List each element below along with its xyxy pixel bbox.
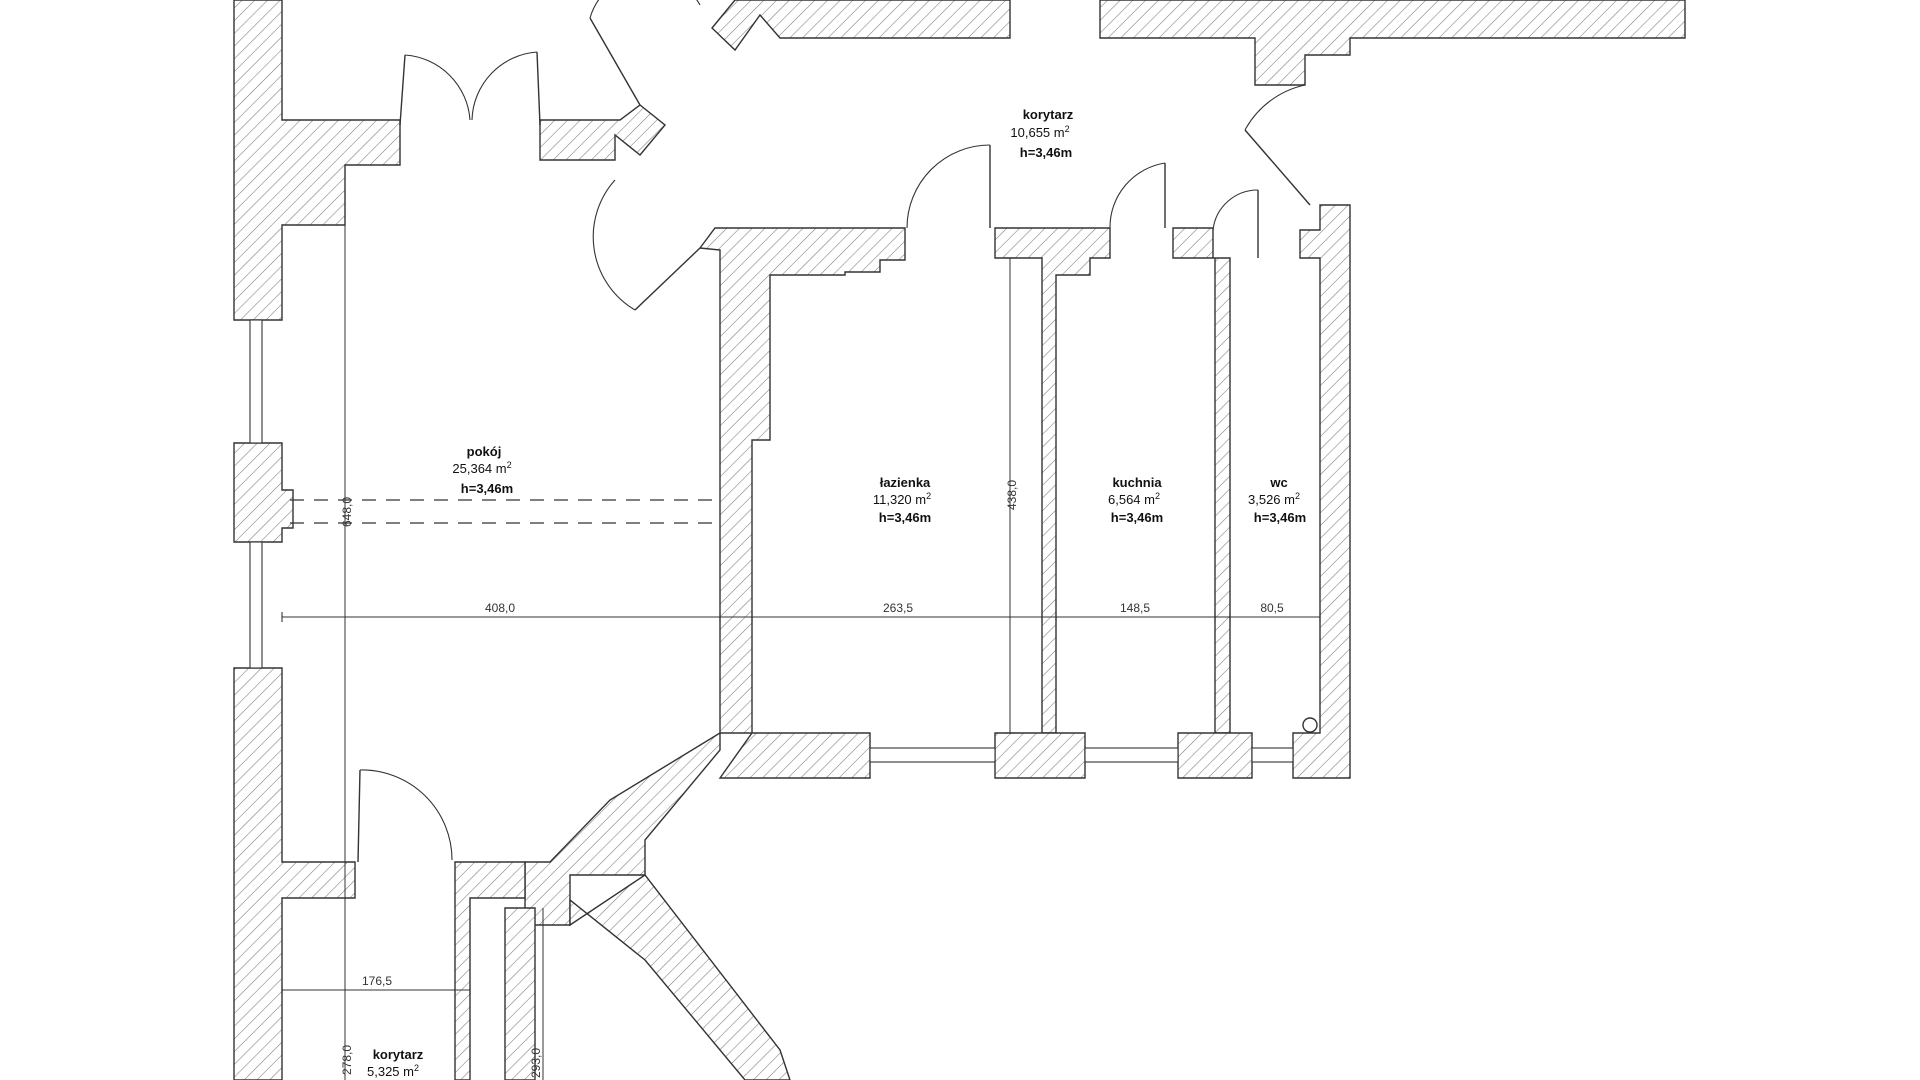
dim-pokoj-width: 408,0 (485, 601, 515, 615)
room-area: 11,320 m2 (873, 491, 931, 507)
window-left-upper (249, 319, 263, 444)
wall-diagonal-lower (569, 874, 791, 1080)
room-name: korytarz (373, 1047, 424, 1062)
wall-bottom-1 (994, 732, 1086, 779)
room-height: h=3,46m (1254, 510, 1306, 525)
door-leaf (589, 17, 641, 106)
door-swing (1212, 189, 1259, 231)
beam-lines (290, 499, 720, 524)
room-area: 3,526 m2 (1248, 491, 1300, 507)
door-swing (1109, 162, 1166, 229)
room-height: h=3,46m (1111, 510, 1163, 525)
wall-top-center (711, 0, 1011, 52)
room-height: h=3,46m (461, 481, 513, 496)
room-area: 6,564 m2 (1108, 491, 1160, 507)
wall-lazienka-kuchnia (994, 227, 1111, 734)
door-leaf (1244, 129, 1311, 206)
door-swing (471, 51, 538, 121)
room-name: wc (1269, 475, 1287, 490)
room-labels: korytarz 10,655 m2 h=3,46m pokój 25,364 … (367, 107, 1306, 1079)
room-kuchnia: kuchnia 6,564 m2 h=3,46m (1108, 475, 1163, 525)
wall-left-lower (233, 667, 356, 1080)
wall-bottom-rooms (718, 732, 871, 779)
room-name: kuchnia (1112, 475, 1162, 490)
room-korytarz-top: korytarz 10,655 m2 h=3,46m (1010, 107, 1073, 160)
room-area: 25,364 m2 (452, 460, 511, 476)
wall-top-left (539, 104, 666, 161)
wall-pokoj-lazienka (524, 227, 906, 926)
door-swing (589, 0, 701, 19)
wall-korytarz-stub (454, 861, 526, 1080)
room-korytarz-bottom: korytarz 5,325 m2 (367, 1047, 424, 1079)
dim-kuchnia-width: 148,5 (1120, 601, 1150, 615)
room-name: korytarz (1023, 107, 1074, 122)
door-swing (906, 144, 991, 229)
window-wc (1251, 747, 1294, 763)
dim-korytarz-height: 278,0 (340, 1045, 354, 1075)
wall-left-pier (233, 442, 294, 543)
room-pokoj: pokój 25,364 m2 h=3,46m (452, 444, 513, 496)
wall-right (1292, 204, 1351, 779)
door-leaf (357, 769, 361, 863)
room-lazienka: łazienka 11,320 m2 h=3,46m (873, 475, 931, 525)
wall-korytarz-partition (504, 907, 536, 1080)
door-swing (359, 769, 453, 861)
drain-icon (1302, 717, 1318, 733)
dim-wc-width: 80,5 (1260, 601, 1284, 615)
door-leaf (634, 247, 701, 311)
wall-kuchnia-wc (1172, 227, 1231, 734)
room-area: 5,325 m2 (367, 1063, 419, 1079)
door-swing (592, 179, 636, 311)
room-wc: wc 3,526 m2 h=3,46m (1248, 475, 1306, 525)
door-swing (1244, 84, 1306, 131)
windows (249, 319, 1294, 763)
wall-bottom-2 (1177, 732, 1253, 779)
walls (233, 0, 1686, 1080)
window-kuchnia (1084, 747, 1179, 763)
doors (357, 0, 1318, 863)
dim-lazienka-height: 438,0 (1005, 480, 1019, 510)
dim-korytarz-width: 176,5 (362, 974, 392, 988)
wall-left-upper (233, 0, 401, 321)
window-left-lower (249, 541, 263, 669)
room-height: h=3,46m (879, 510, 931, 525)
window-lazienka (869, 747, 996, 763)
room-name: łazienka (880, 475, 931, 490)
door-swing (404, 54, 471, 121)
dim-lazienka-width: 263,5 (883, 601, 913, 615)
door-leaf (399, 54, 406, 126)
wall-top-right (1099, 0, 1686, 86)
dim-passage-height: 293,0 (529, 1048, 543, 1078)
door-leaf (536, 51, 541, 126)
dim-pokoj-height: 648,0 (340, 497, 354, 527)
dimension-lines (281, 165, 1321, 1080)
room-name: pokój (467, 444, 502, 459)
room-height: h=3,46m (1020, 145, 1072, 160)
dimension-labels: 408,0 263,5 148,5 80,5 648,0 438,0 176,5… (340, 480, 1284, 1078)
room-area: 10,655 m2 (1010, 124, 1069, 140)
